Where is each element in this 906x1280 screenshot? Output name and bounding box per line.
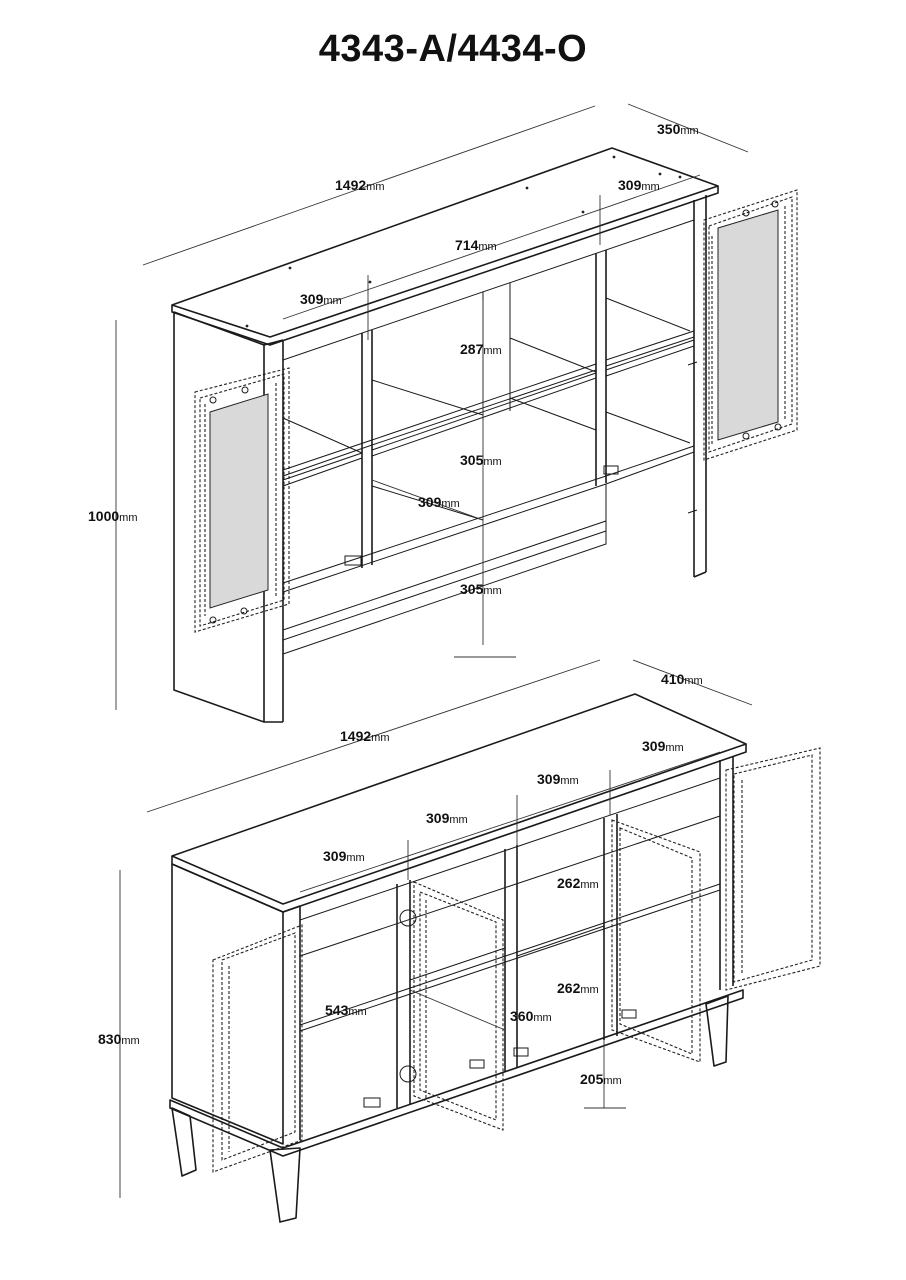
dim-base-bottom-gap: 205mm	[580, 1071, 622, 1087]
dim-base-width: 1492mm	[340, 728, 389, 744]
dim-base-depth: 410mm	[661, 671, 703, 687]
dim-base-shelf-gap-2: 262mm	[557, 980, 599, 996]
dim-top-shelf-gap-1: 287mm	[460, 341, 502, 357]
dim-top-shelf-depth: 309mm	[418, 494, 460, 510]
dim-base-height: 830mm	[98, 1031, 140, 1047]
dim-top-width: 1492mm	[335, 177, 384, 193]
dimension-lines	[115, 103, 753, 1198]
sideboard-unit	[169, 693, 821, 1223]
hutch-unit	[171, 147, 798, 723]
dim-top-shelf-gap-2: 305mm	[460, 452, 502, 468]
dim-top-height: 1000mm	[88, 508, 137, 524]
dim-base-shelf-depth: 360mm	[510, 1008, 552, 1024]
dim-top-section-right: 309mm	[618, 177, 660, 193]
drawing-title: 4343-A/4434-O	[318, 28, 588, 70]
dim-base-section-3: 309mm	[537, 771, 579, 787]
dim-base-section-1: 309mm	[323, 848, 365, 864]
dimension-labels: 350mm 1492mm 309mm 714mm 309mm 287mm 305…	[88, 121, 703, 1087]
dim-base-shelf-gap-1: 262mm	[557, 875, 599, 891]
dim-top-depth: 350mm	[657, 121, 699, 137]
dim-base-section-2: 309mm	[426, 810, 468, 826]
dim-base-section-4: 309mm	[642, 738, 684, 754]
dim-top-section-mid: 714mm	[455, 237, 497, 253]
dim-top-section-left: 309mm	[300, 291, 342, 307]
dim-base-interior-height: 543mm	[325, 1002, 367, 1018]
dim-top-shelf-gap-3: 305mm	[460, 581, 502, 597]
